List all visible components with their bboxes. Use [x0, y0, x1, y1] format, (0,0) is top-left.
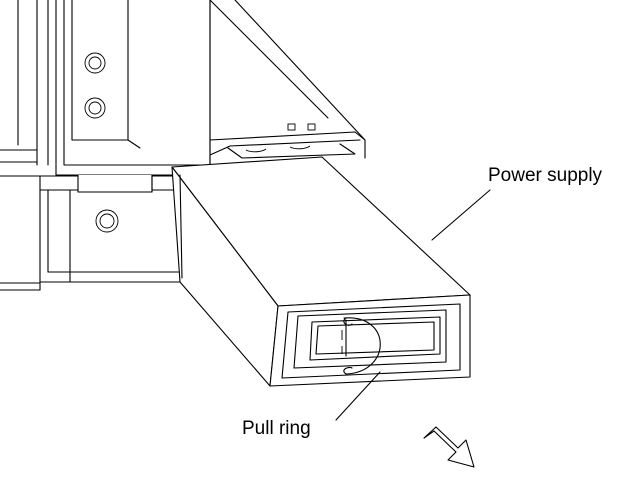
- arrow-down-right-icon: [423, 426, 475, 468]
- screw-icon: [84, 52, 106, 74]
- pull-ring-icon: [343, 317, 381, 375]
- screw-icon: [95, 209, 119, 233]
- power-supply-leader-line: [431, 189, 491, 241]
- screw-icon: [84, 97, 106, 119]
- pull-ring-label: Pull ring: [242, 418, 311, 439]
- chassis-side-panel: [209, 0, 366, 159]
- chassis: [0, 0, 211, 291]
- power-supply-unit: [171, 156, 471, 387]
- power-supply-label: Power supply: [488, 165, 603, 186]
- pull-ring-leader-line: [335, 371, 381, 421]
